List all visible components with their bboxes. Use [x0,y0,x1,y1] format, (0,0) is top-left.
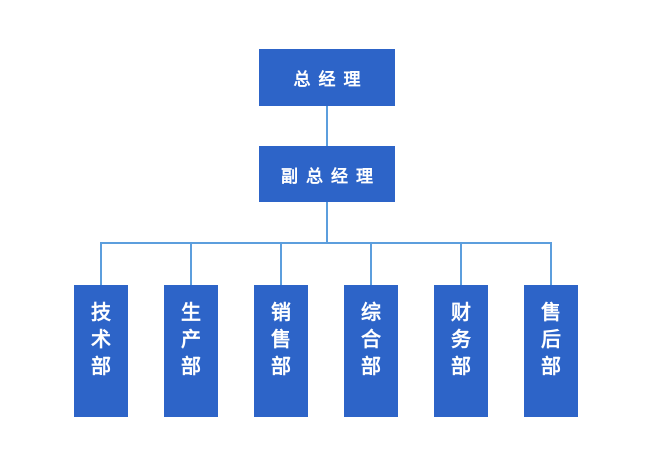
org-node-general-manager: 总经理 [259,49,395,106]
connector-gm-to-deputy [326,106,328,147]
org-node-dept-technology: 技术部 [74,285,128,417]
connector-deputy-to-rail [326,202,328,243]
dept-label: 销售部 [271,302,291,378]
connector-drop-dept-4 [370,242,372,286]
connector-horizontal-rail [100,242,552,244]
org-node-dept-after-sales: 售后部 [524,285,578,417]
dept-label: 财务部 [451,302,471,378]
dept-label: 技术部 [91,302,111,378]
connector-drop-dept-5 [460,242,462,286]
dept-label: 生产部 [181,302,201,378]
org-node-dept-production: 生产部 [164,285,218,417]
org-node-dept-general-affairs: 综合部 [344,285,398,417]
connector-drop-dept-6 [550,242,552,286]
org-node-dept-sales: 销售部 [254,285,308,417]
connector-drop-dept-1 [100,242,102,286]
org-node-deputy-general-manager: 副总经理 [259,146,395,202]
connector-drop-dept-3 [280,242,282,286]
connector-drop-dept-2 [190,242,192,286]
org-node-dept-finance: 财务部 [434,285,488,417]
dept-label: 售后部 [541,302,561,378]
dept-label: 综合部 [361,302,381,378]
